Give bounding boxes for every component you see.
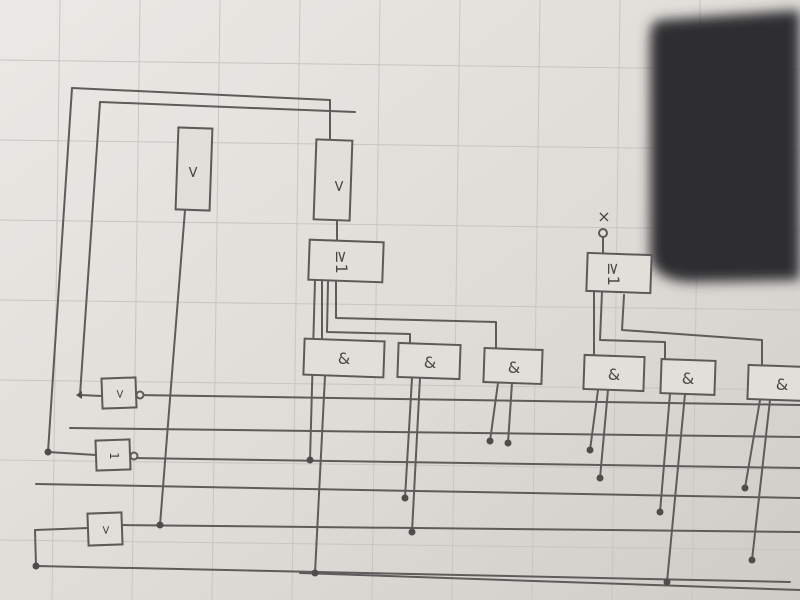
and-gate-2-label: & [424, 353, 436, 372]
wires [34, 87, 800, 591]
output-mark: × [597, 207, 610, 226]
gate-or-2-label: ≥1 [604, 262, 623, 286]
output-inverter-dot [598, 228, 608, 238]
small-gate-gt: > [76, 376, 145, 410]
small-gate-gt-inverter [135, 390, 145, 400]
and-gate-3: & [482, 346, 544, 386]
gate-or-1: ≥1 [307, 238, 385, 284]
and-gate-5-label: & [682, 369, 694, 388]
and-gate-4-label: & [608, 365, 620, 384]
and-gate-2: & [396, 341, 462, 381]
small-gate-and: > [86, 511, 124, 547]
and-gate-1-label: & [338, 349, 350, 368]
gate-gt-2: > [312, 138, 354, 222]
small-gate-one-label: 1 [107, 452, 121, 460]
and-gate-1: & [302, 337, 386, 379]
junction-dots [32, 437, 756, 586]
gate-gt-1-label: > [184, 165, 203, 178]
and-gate-6-label: & [776, 375, 788, 394]
camera-shadow [650, 10, 800, 282]
small-gate-and-label: > [99, 525, 113, 535]
small-gate-one-inverter [129, 451, 139, 461]
and-gate-3-label: & [508, 358, 520, 377]
and-gate-6: & [746, 363, 800, 403]
gate-or-1-label: ≥1 [332, 250, 351, 274]
small-gate-gt-arrow [76, 391, 82, 399]
small-gate-one: 1 [94, 438, 139, 472]
and-gate-5: & [659, 358, 717, 396]
and-gate-4: & [582, 353, 646, 393]
small-gate-gt-label: > [113, 389, 127, 399]
gate-gt-2-label: > [330, 179, 349, 192]
gate-or-2: ≥1 × [585, 207, 653, 295]
gate-gt-1: > [174, 126, 214, 212]
